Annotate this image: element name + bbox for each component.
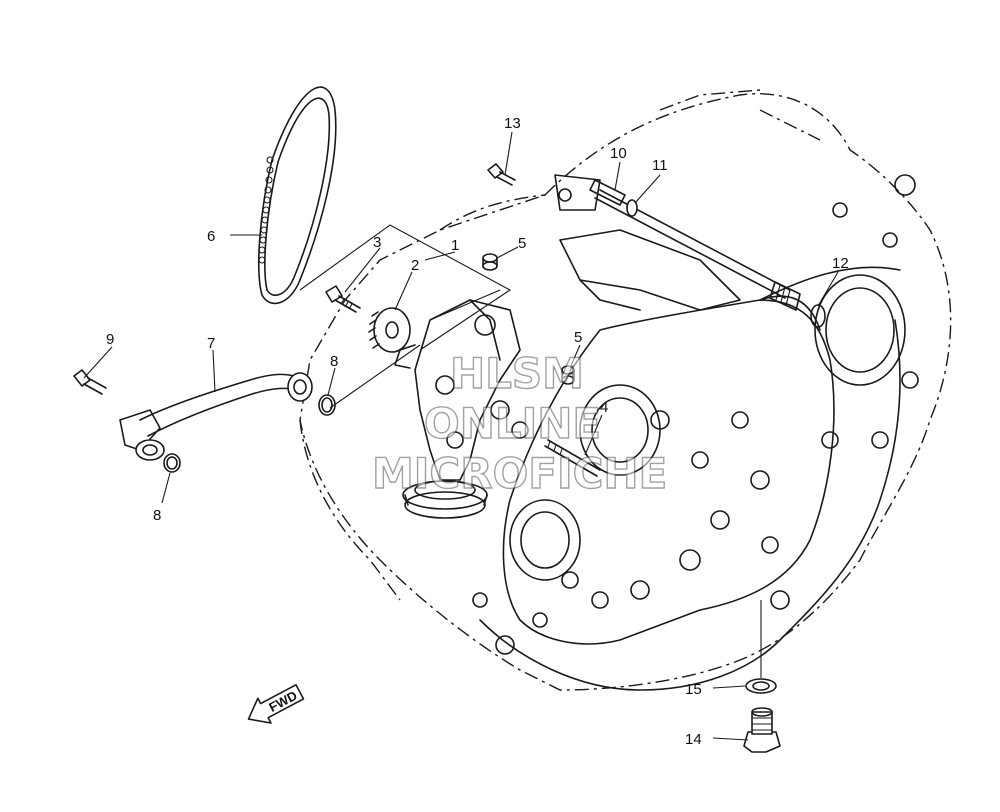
guide-rod bbox=[554, 174, 801, 311]
leader-lines bbox=[83, 131, 839, 741]
oil-pump-gear bbox=[368, 307, 411, 353]
crankcase-inner-half bbox=[472, 174, 919, 691]
watermark-line-1: HLSM bbox=[450, 349, 584, 398]
pump-assembly-bracket-lines bbox=[299, 224, 512, 409]
rod-collar bbox=[626, 199, 638, 217]
watermark: HLSM ONLINE MICROFICHE bbox=[371, 348, 668, 498]
watermark-line-3: MICROFICHE bbox=[372, 449, 667, 498]
o-ring-lower bbox=[163, 453, 181, 473]
callout-8-upper: 8 bbox=[330, 353, 338, 370]
cam-chain-links bbox=[258, 156, 274, 264]
callout-1: 1 bbox=[451, 237, 459, 254]
drain-plug bbox=[743, 707, 781, 753]
callout-11: 11 bbox=[652, 157, 668, 174]
callout-6: 6 bbox=[207, 228, 215, 245]
callout-5-lower: 5 bbox=[574, 329, 582, 346]
callout-8-lower: 8 bbox=[153, 507, 161, 524]
pipe-bolt bbox=[73, 369, 107, 395]
callout-5-upper: 5 bbox=[518, 235, 526, 252]
oil-pump-assembly bbox=[394, 299, 529, 519]
callout-labels: 1 2 3 4 5 5 6 7 8 8 9 10 11 12 13 14 15 bbox=[106, 115, 849, 748]
forward-direction-arrow: FWD bbox=[247, 683, 305, 724]
dowel-pin-lower bbox=[561, 365, 575, 385]
drain-plug-gasket bbox=[745, 678, 777, 694]
callout-3: 3 bbox=[373, 234, 381, 251]
crankcase-outline bbox=[299, 89, 952, 691]
callout-15: 15 bbox=[685, 681, 702, 698]
callout-4: 4 bbox=[600, 399, 608, 416]
callout-7: 7 bbox=[207, 335, 215, 352]
callout-14: 14 bbox=[685, 731, 702, 748]
callout-2: 2 bbox=[411, 257, 419, 274]
callout-12: 12 bbox=[832, 255, 849, 272]
callout-13: 13 bbox=[504, 115, 521, 132]
watermark-line-2: ONLINE bbox=[424, 399, 601, 448]
cam-chain bbox=[258, 86, 337, 305]
fwd-label: FWD bbox=[266, 688, 299, 715]
oil-delivery-pipe bbox=[119, 372, 313, 461]
gear-bolt bbox=[325, 285, 361, 313]
callout-10: 10 bbox=[610, 145, 627, 162]
stud-bolt bbox=[544, 439, 601, 477]
callout-9: 9 bbox=[106, 331, 114, 348]
dowel-pin-upper bbox=[482, 253, 498, 271]
plate-bolt bbox=[487, 163, 516, 186]
o-ring-upper bbox=[318, 394, 336, 416]
